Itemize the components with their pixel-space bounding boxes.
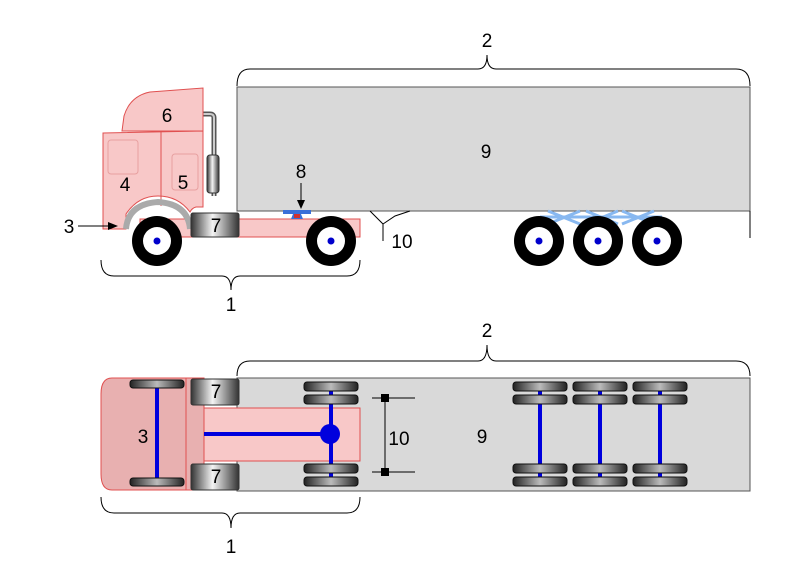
label-bumper-top: 3: [138, 427, 149, 448]
label-roof-fairing: 6: [162, 106, 173, 127]
label-trailer-box-side: 9: [481, 142, 492, 163]
side-bracket-tractor: [100, 259, 361, 291]
cab-windshield: [107, 139, 139, 175]
top-landing-gear: [372, 394, 415, 476]
cab-door-window: [171, 153, 199, 191]
label-fuel-tank-side: 7: [211, 216, 222, 237]
tractor-front-wheel: [132, 216, 182, 266]
top-bracket-tractor: [100, 496, 361, 529]
front-fender: [123, 198, 193, 230]
side-cab: [102, 130, 204, 230]
label-tractor-top: 1: [226, 537, 237, 558]
side-trailer-box: [236, 86, 751, 212]
side-fifth-wheel: [283, 210, 311, 219]
trailer-wheel-3: [632, 216, 682, 266]
label-fuel-tank-top-left: 7: [211, 382, 222, 403]
top-fuel-tank-left: [190, 378, 240, 406]
top-tires: [129, 379, 688, 487]
fifth-wheel-arrow-icon: [297, 183, 305, 209]
label-fuel-tank-top-right: 7: [211, 467, 222, 488]
side-roof-fairing: [121, 87, 204, 132]
top-view: 2 7 3 10 9 7 1: [100, 321, 751, 558]
label-semitrailer-top: 2: [482, 321, 493, 342]
label-landing-gear-top: 10: [388, 429, 409, 450]
top-bracket-trailer: [236, 344, 751, 377]
side-fuel-tank: [190, 212, 240, 238]
trailer-wheel-1: [514, 216, 564, 266]
label-cab-front: 4: [120, 175, 131, 196]
label-cab-side: 5: [178, 173, 189, 194]
label-tractor-side: 1: [226, 295, 237, 316]
tractor-drive-wheel: [306, 216, 356, 266]
top-cab: [100, 377, 205, 491]
label-landing-gear-side: 10: [391, 232, 412, 253]
top-fuel-tank-right: [190, 463, 240, 491]
side-wheels: [132, 216, 682, 266]
bumper-arrow-icon: [78, 222, 118, 230]
side-landing-gear: [369, 210, 411, 241]
label-semitrailer-side: 2: [482, 31, 493, 52]
label-bumper: 3: [64, 217, 75, 238]
label-fifth-wheel: 8: [296, 162, 307, 183]
label-trailer-box-top: 9: [477, 427, 488, 448]
air-intake-icon: [206, 154, 220, 194]
side-bracket-trailer: [236, 54, 751, 87]
trailer-wheel-2: [573, 216, 623, 266]
side-view: 2 6 9 4 5 8 3 7 10 1: [64, 31, 751, 316]
